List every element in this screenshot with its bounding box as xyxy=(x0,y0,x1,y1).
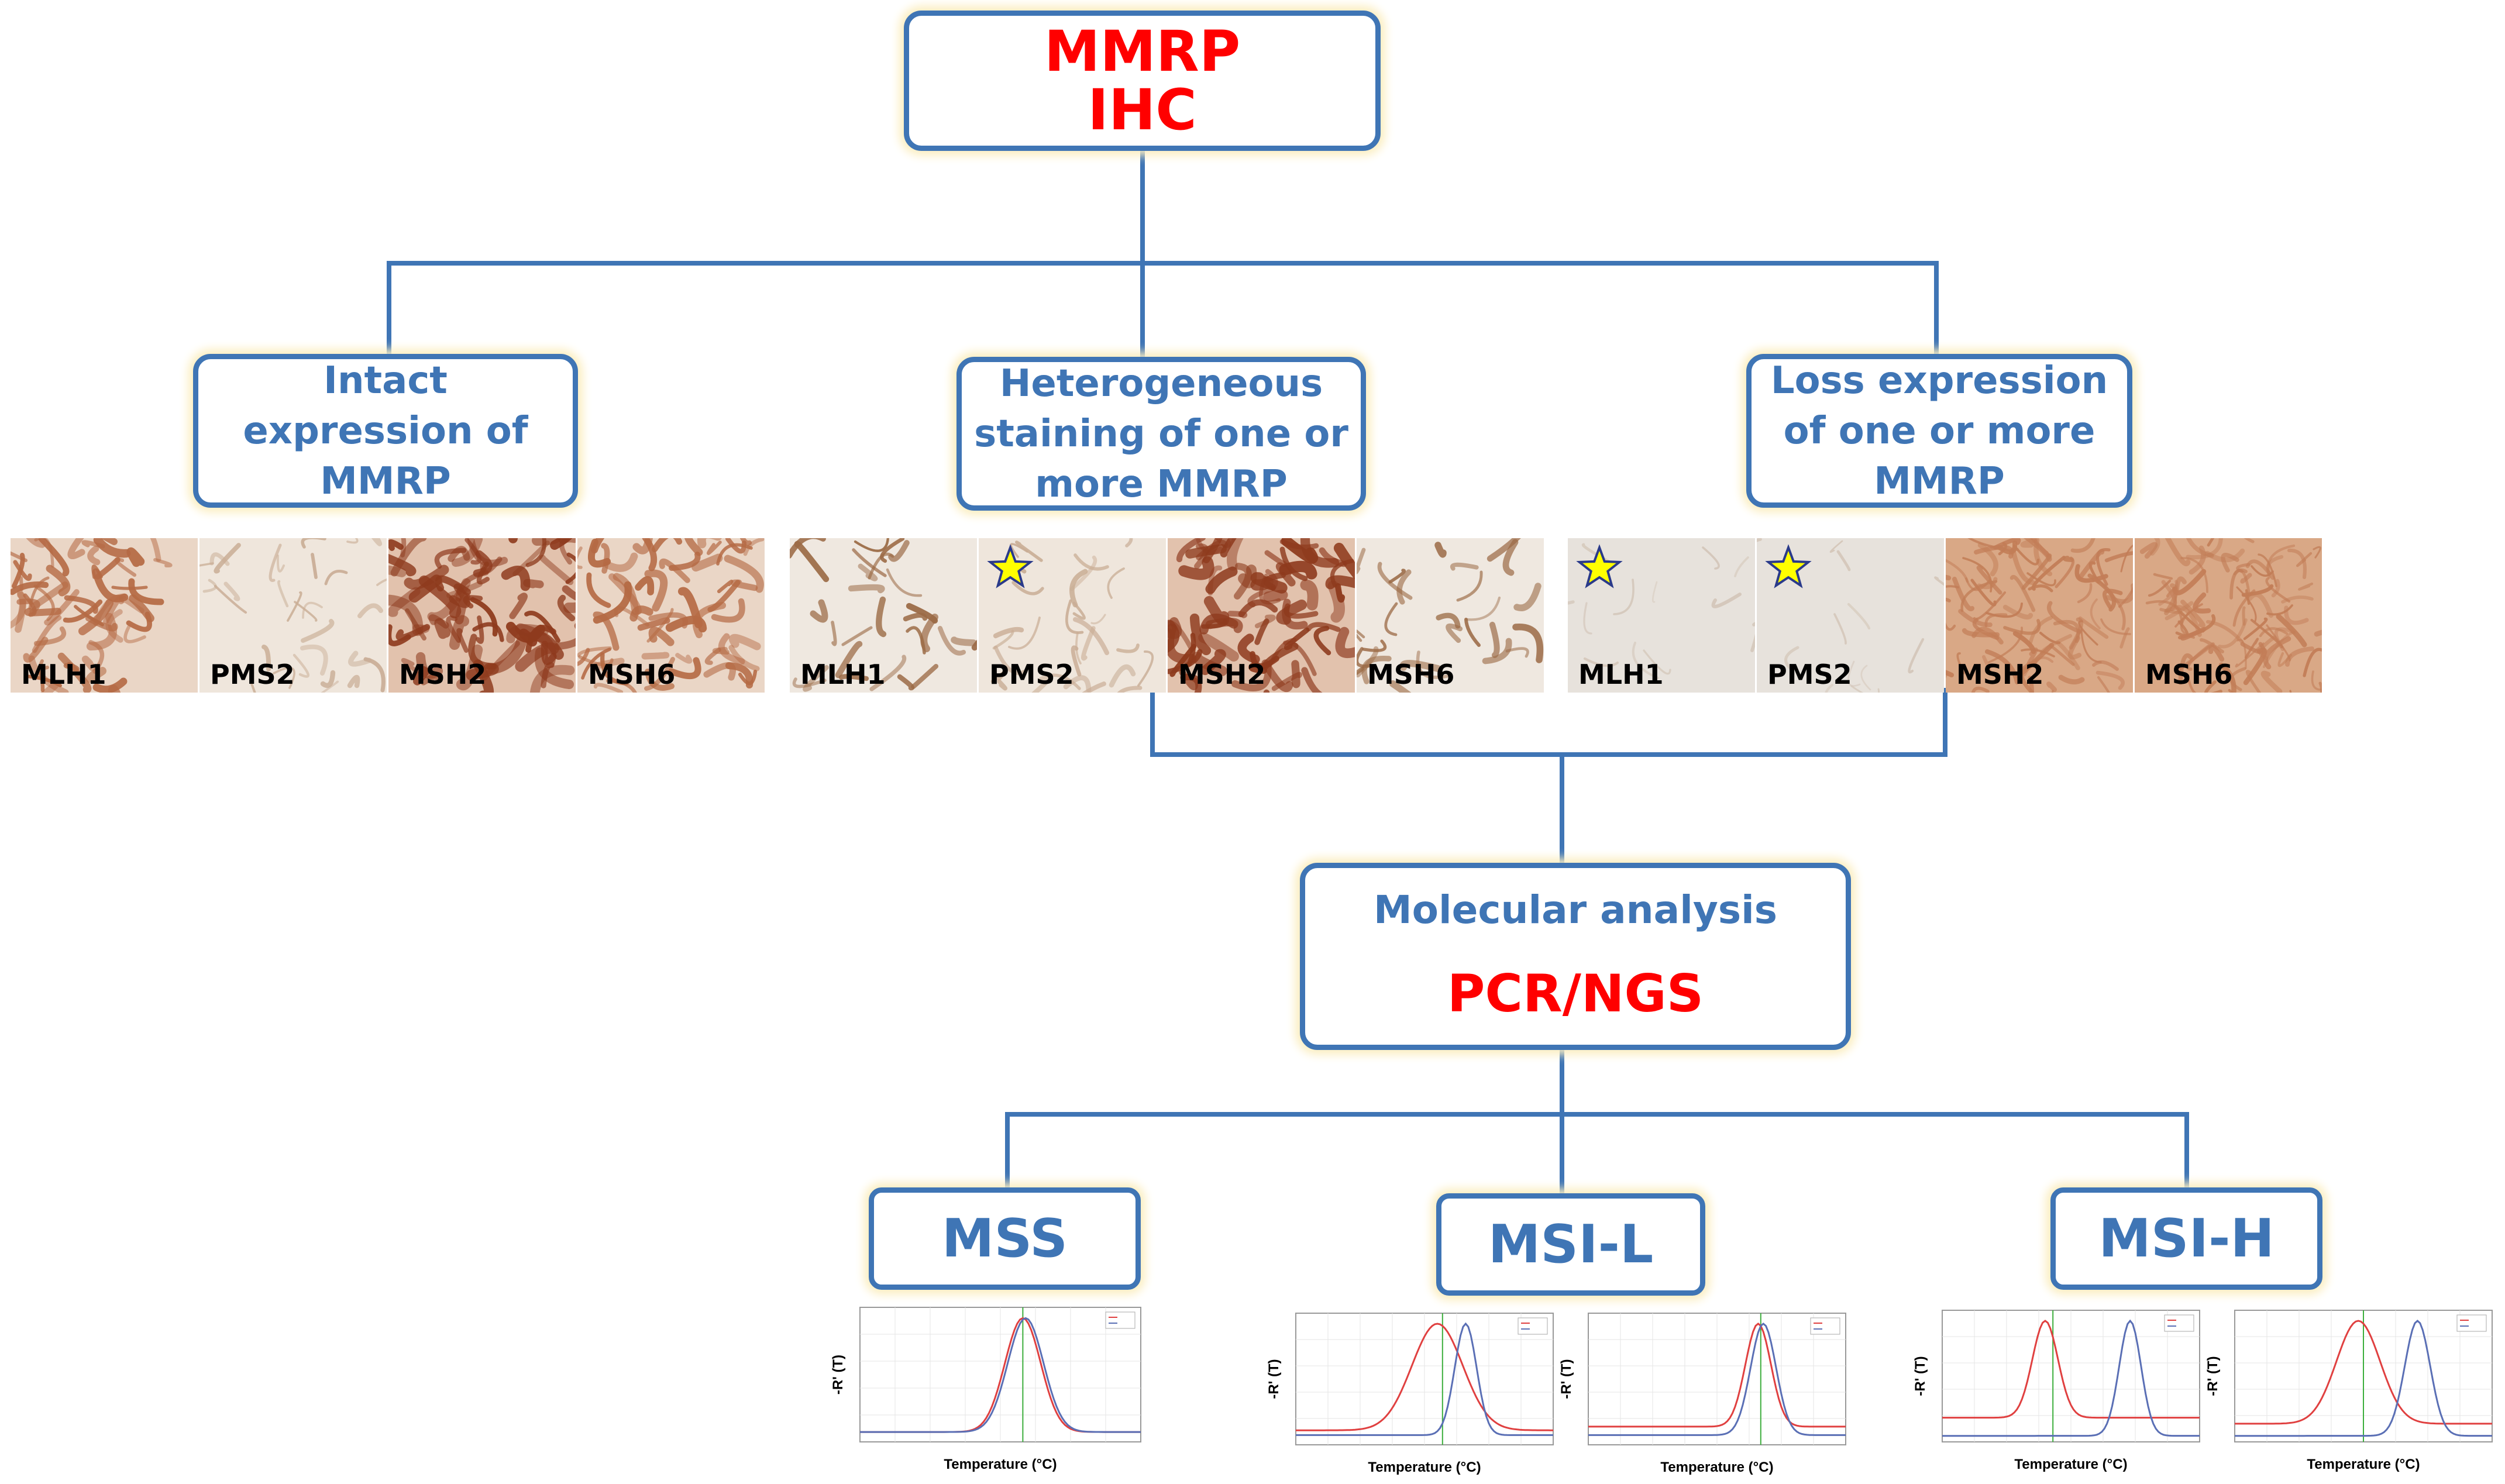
star-icon xyxy=(1576,544,1623,588)
x-axis-label: Temperature (°C) xyxy=(1660,1459,1773,1475)
ihc-panel-label: PMS2 xyxy=(989,659,1074,690)
molecular-analysis-box: Molecular analysis PCR/NGS xyxy=(1300,863,1851,1050)
branch-heterogeneous-line1: Heterogeneous xyxy=(999,361,1323,405)
melt-curve-series xyxy=(1588,1323,1846,1428)
branch-heterogeneous-box: Heterogeneous staining of one or more MM… xyxy=(956,357,1366,511)
ihc-strip-loss: MLH1 PMS2 MSH2 MSH6 xyxy=(1568,538,2324,693)
legend-box xyxy=(1810,1317,1840,1335)
branch-intact-box: Intact expression of MMRP xyxy=(193,354,578,508)
melt-curve-series xyxy=(1588,1323,1846,1436)
ihc-panel-mlh1: MLH1 xyxy=(11,538,198,693)
melt-curve-msih-2: Temperature (°C) -R' (T) xyxy=(2205,1310,2493,1472)
tissue-image xyxy=(11,538,198,693)
ihc-panel-pms2: PMS2 xyxy=(199,538,387,693)
x-axis-label: Temperature (°C) xyxy=(944,1457,1057,1472)
ihc-panel-label: PMS2 xyxy=(1767,659,1852,690)
star-icon xyxy=(987,544,1034,588)
ihc-panel-label: MSH2 xyxy=(1178,659,1266,690)
star-icon xyxy=(1765,544,1812,588)
ihc-panel-mlh1: MLH1 xyxy=(1568,538,1755,693)
melt-curve-series xyxy=(2235,1320,2492,1425)
ihc-panel-msh2: MSH2 xyxy=(1168,538,1355,693)
outcome-msil-box: MSI-L xyxy=(1436,1193,1705,1296)
branch-loss-line2: of one or more xyxy=(1783,409,2095,453)
legend-box xyxy=(1518,1317,1548,1335)
y-axis-label: -R' (T) xyxy=(1267,1359,1282,1399)
melt-curve-series xyxy=(1296,1323,1553,1431)
ihc-panel-label: MSH6 xyxy=(588,659,676,690)
branch-intact-line3: MMRP xyxy=(320,459,451,503)
ihc-panel-msh2: MSH2 xyxy=(388,538,576,693)
outcome-mss-box: MSS xyxy=(869,1187,1141,1290)
melt-curve-mss: Temperature (°C) -R' (T) xyxy=(831,1307,1141,1472)
legend-box xyxy=(1105,1311,1135,1329)
outcome-msih-label: MSI-H xyxy=(2098,1208,2275,1269)
tissue-image xyxy=(1357,538,1544,693)
melt-curve-series xyxy=(1942,1319,2200,1437)
ihc-panel-label: MSH2 xyxy=(399,659,487,690)
ihc-panel-label: PMS2 xyxy=(210,659,295,690)
ihc-strip-heterogeneous: MLH1 PMS2 MSH2 MSH6 xyxy=(790,538,1546,693)
molecular-analysis-title: Molecular analysis xyxy=(1373,887,1778,932)
melt-curve-series xyxy=(2235,1319,2492,1437)
ihc-panel-label: MLH1 xyxy=(21,659,106,690)
ihc-panel-label: MLH1 xyxy=(1578,659,1664,690)
ihc-panel-msh6: MSH6 xyxy=(2135,538,2322,693)
tissue-image xyxy=(1168,538,1355,693)
branch-intact-line1: Intact xyxy=(324,359,448,402)
tissue-image xyxy=(388,538,576,693)
x-axis-label: Temperature (°C) xyxy=(2307,1457,2420,1472)
root-subtitle: IHC xyxy=(1088,77,1197,143)
branch-intact-line2: expression of xyxy=(243,409,528,453)
root-title: MMRP xyxy=(1044,19,1241,84)
ihc-panel-label: MSH6 xyxy=(2145,659,2233,690)
root-box: MMRP IHC xyxy=(904,11,1381,151)
tissue-image xyxy=(2135,538,2322,693)
tissue-image xyxy=(199,538,387,693)
branch-loss-line3: MMRP xyxy=(1874,459,2005,503)
ihc-panel-label: MSH6 xyxy=(1367,659,1455,690)
branch-loss-box: Loss expression of one or more MMRP xyxy=(1746,354,2132,508)
ihc-panel-pms2: PMS2 xyxy=(979,538,1166,693)
tissue-image xyxy=(577,538,765,693)
ihc-panel-mlh1: MLH1 xyxy=(790,538,977,693)
x-axis-label: Temperature (°C) xyxy=(1368,1459,1481,1475)
melt-curve-series xyxy=(860,1317,1141,1433)
outcome-mss-label: MSS xyxy=(941,1208,1068,1269)
melt-curve-msil-1: Temperature (°C) -R' (T) xyxy=(1267,1313,1554,1475)
branch-heterogeneous-line2: staining of one or xyxy=(974,412,1348,456)
ihc-panel-label: MLH1 xyxy=(800,659,886,690)
y-axis-label: -R' (T) xyxy=(2205,1356,2221,1396)
ihc-strip-intact: MLH1 PMS2 MSH2 MSH6 xyxy=(11,538,766,693)
x-axis-label: Temperature (°C) xyxy=(2014,1457,2127,1472)
legend-box xyxy=(2164,1314,2194,1332)
branch-heterogeneous-line3: more MMRP xyxy=(1035,462,1288,506)
ihc-panel-msh6: MSH6 xyxy=(1357,538,1544,693)
branch-loss-line1: Loss expression xyxy=(1770,359,2108,402)
ihc-panel-msh6: MSH6 xyxy=(577,538,765,693)
y-axis-label: -R' (T) xyxy=(1913,1356,1928,1396)
legend-box xyxy=(2456,1314,2487,1332)
outcome-msil-label: MSI-L xyxy=(1488,1214,1654,1275)
melt-curve-series xyxy=(1942,1320,2200,1419)
outcome-msih-box: MSI-H xyxy=(2050,1187,2322,1290)
y-axis-label: -R' (T) xyxy=(831,1355,846,1395)
tissue-image xyxy=(790,538,977,693)
melt-curve-msih-1: Temperature (°C) -R' (T) xyxy=(1913,1310,2200,1472)
ihc-panel-msh2: MSH2 xyxy=(1946,538,2133,693)
tissue-image xyxy=(1946,538,2133,693)
y-axis-label: -R' (T) xyxy=(1559,1359,1574,1399)
ihc-panel-label: MSH2 xyxy=(1956,659,2044,690)
melt-curve-series xyxy=(1296,1322,1553,1436)
melt-curve-msil-2: Temperature (°C) -R' (T) xyxy=(1559,1313,1846,1475)
ihc-panel-pms2: PMS2 xyxy=(1757,538,1944,693)
molecular-method: PCR/NGS xyxy=(1447,963,1704,1024)
